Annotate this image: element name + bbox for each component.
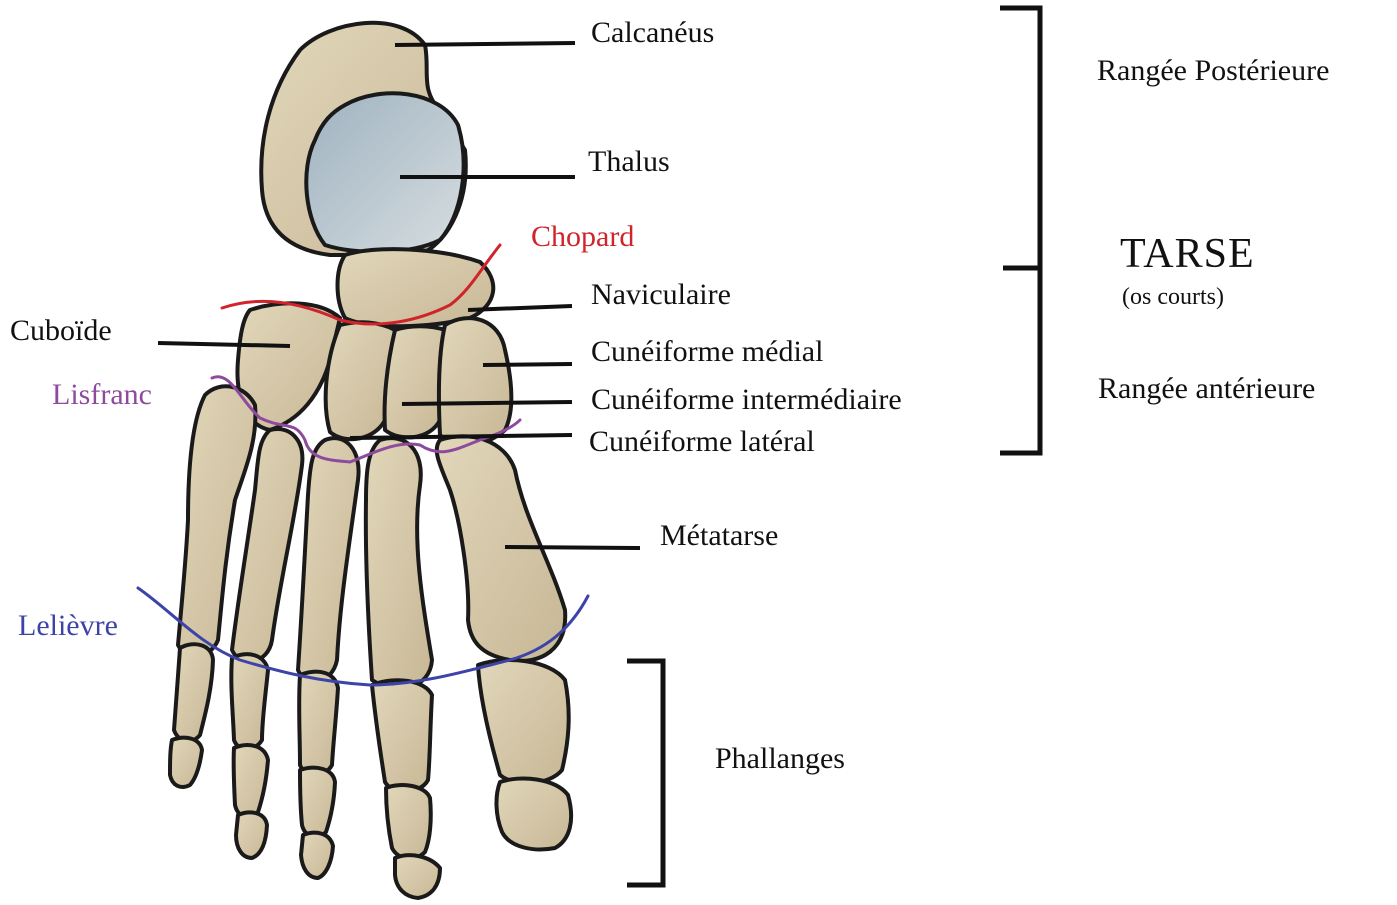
navicular-bone xyxy=(338,249,494,326)
phalanx-3-proximal xyxy=(299,672,338,775)
leader-cuneiforme-medial xyxy=(483,364,572,365)
label-cuneiforme-intermediaire: Cunéiforme intermédiaire xyxy=(591,385,902,415)
label-rangee-posterieure: Rangée Postérieure xyxy=(1097,56,1329,86)
label-thalus: Thalus xyxy=(588,147,670,177)
talus-bone xyxy=(306,93,463,252)
metatarsal-2 xyxy=(366,438,432,688)
foot-bones xyxy=(170,23,571,898)
label-calcaneus: Calcanéus xyxy=(591,18,714,48)
label-naviculaire: Naviculaire xyxy=(591,280,731,310)
leader-calcaneus xyxy=(395,43,575,45)
label-rangee-anterieure: Rangée antérieure xyxy=(1098,374,1315,404)
label-cuneiforme-lateral: Cunéiforme latéral xyxy=(589,427,815,457)
label-metatarse: Métatarse xyxy=(660,521,778,551)
bracket-rangee-anterieure xyxy=(1000,268,1040,453)
bracket-rangee-posterieure xyxy=(1000,8,1040,268)
label-os-courts: (os courts) xyxy=(1122,285,1224,309)
phalanx-5-middle xyxy=(170,738,202,787)
leader-cuneiforme-intermediaire xyxy=(402,402,572,404)
phalanx-4-proximal xyxy=(231,654,268,749)
phalanx-2-middle xyxy=(386,785,431,858)
label-lelievre: Lelièvre xyxy=(18,611,118,641)
leader-cuneiforme-lateral xyxy=(350,435,572,438)
label-cuneiforme-medial: Cunéiforme médial xyxy=(591,337,823,367)
label-tarse: TARSE xyxy=(1120,233,1255,275)
label-phallanges: Phallanges xyxy=(715,744,845,774)
phalanx-3-distal xyxy=(301,833,333,878)
phalanx-1-distal xyxy=(496,778,571,849)
medial-cuneiform-bone xyxy=(439,318,512,445)
phalanx-1-proximal xyxy=(478,660,569,783)
leader-metatarse xyxy=(505,547,640,548)
phalanx-4-distal xyxy=(236,812,267,858)
phalanx-2-proximal xyxy=(372,680,432,791)
phalanx-4-middle xyxy=(234,745,268,818)
metatarsal-3 xyxy=(298,438,359,681)
label-lisfranc: Lisfranc xyxy=(52,380,152,410)
phalanx-2-distal xyxy=(395,855,440,898)
phalanx-3-middle xyxy=(300,768,335,837)
bracket-phallanges xyxy=(627,661,663,885)
phalanx-5-proximal xyxy=(174,644,213,741)
label-chopard: Chopard xyxy=(531,222,634,252)
intermediate-cuneiform-bone xyxy=(385,326,445,437)
label-cuboide: Cuboïde xyxy=(10,316,112,346)
